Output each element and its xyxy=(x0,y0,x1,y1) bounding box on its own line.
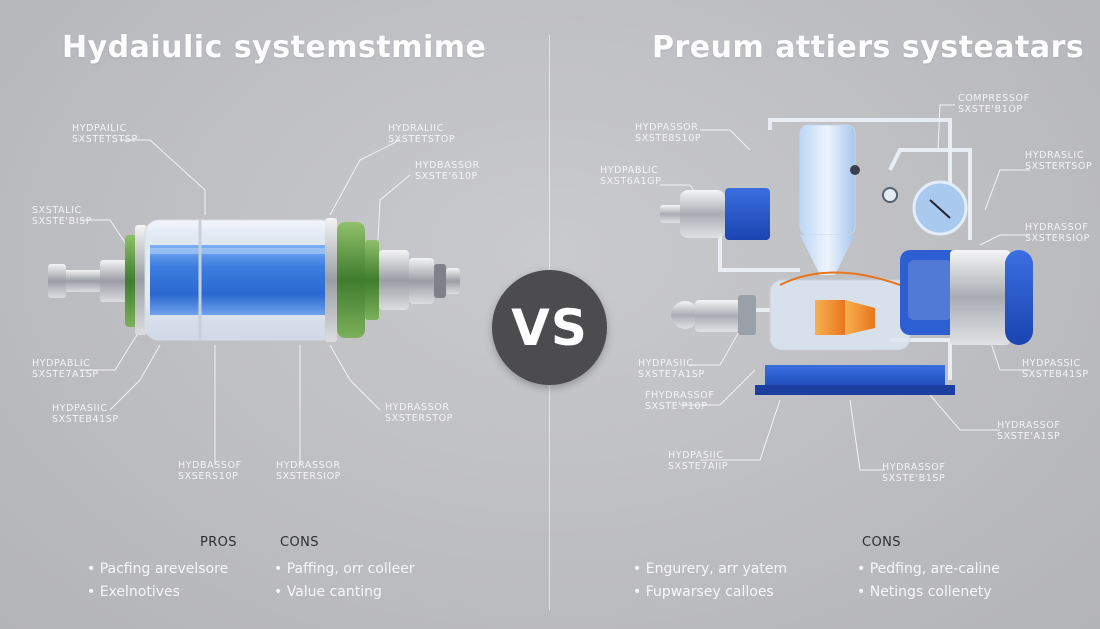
list-item: Paffing, orr colleer xyxy=(274,558,415,581)
list-item: Pacfing arevelsore xyxy=(87,558,228,581)
left-cons-heading: CONS xyxy=(280,535,319,550)
left-pros-list: Pacfing arevelsore Exelnotives xyxy=(87,558,228,604)
hydraulic-cylinder-illustration xyxy=(48,218,460,342)
right-cons-list: Pedfing, are-caline Netings collenety xyxy=(857,558,1000,604)
list-item: Pedfing, are-caline xyxy=(857,558,1000,581)
list-item: Fupwarsey calloes xyxy=(633,581,787,604)
right-pros-list: Engurery, arr yatem Fupwarsey calloes xyxy=(633,558,787,604)
pneumatic-system-illustration xyxy=(660,118,1033,395)
hydraulic-title: Hydaiulic systemstmime xyxy=(62,30,487,65)
pneumatic-title: Preum attiers systeatars xyxy=(652,30,1085,65)
left-cons-list: Paffing, orr colleer Value canting xyxy=(274,558,415,604)
right-cons-heading: CONS xyxy=(862,535,901,550)
vs-label: VS xyxy=(511,298,588,357)
list-item: Netings collenety xyxy=(857,581,1000,604)
list-item: Exelnotives xyxy=(87,581,228,604)
left-pros-heading: PROS xyxy=(200,535,237,550)
list-item: Value canting xyxy=(274,581,415,604)
list-item: Engurery, arr yatem xyxy=(633,558,787,581)
vs-badge: VS xyxy=(492,270,607,385)
